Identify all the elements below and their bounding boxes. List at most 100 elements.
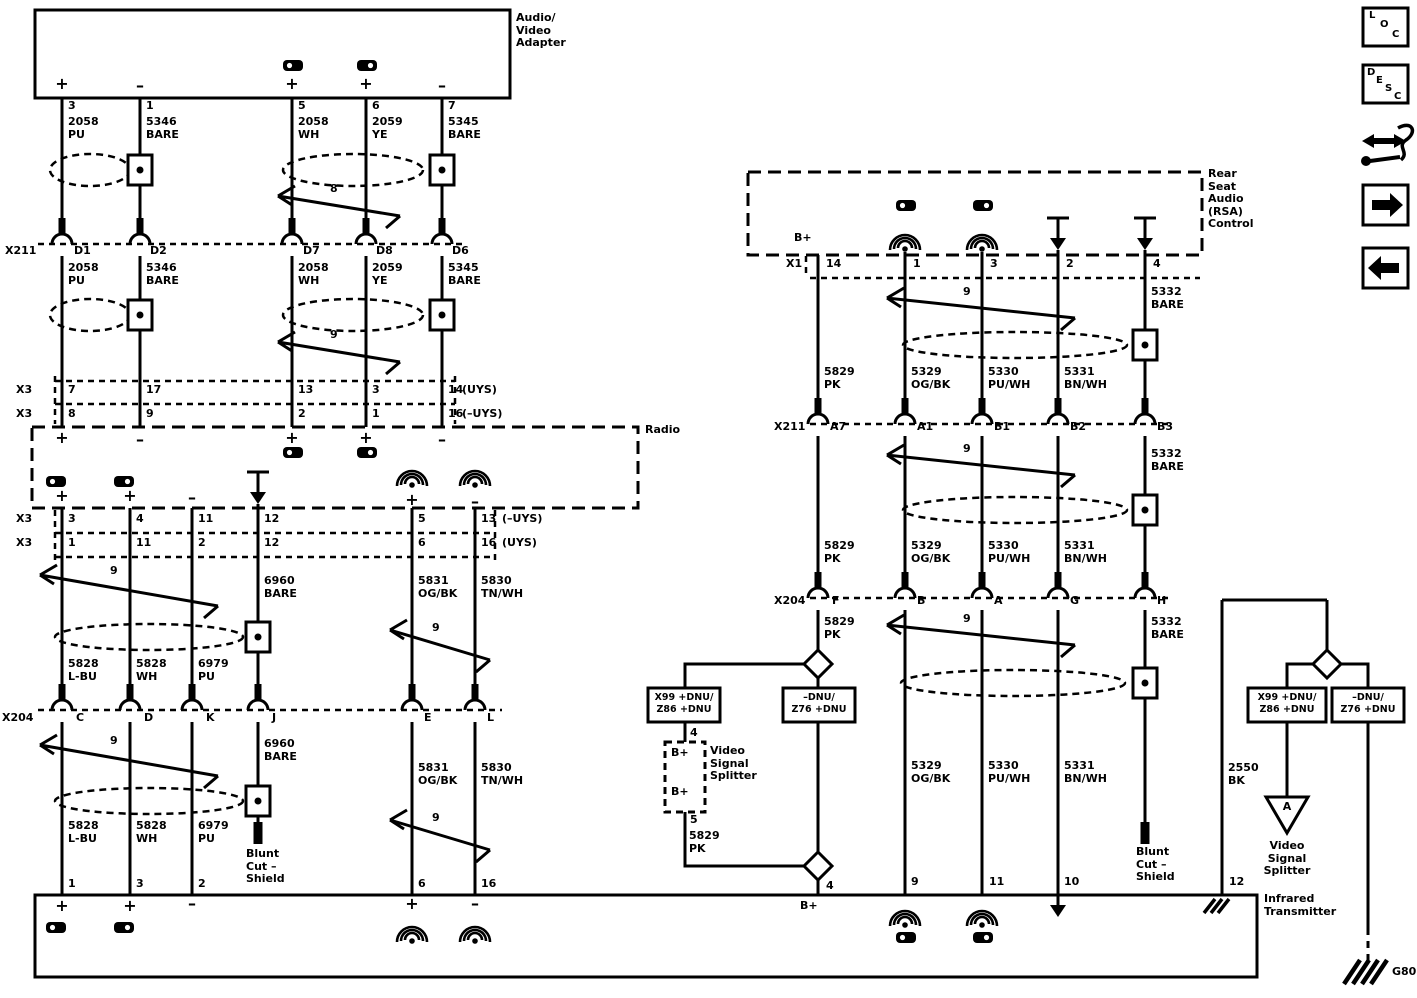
desc-icon[interactable]: D: [1367, 67, 1376, 78]
ir-pin: 4: [826, 879, 834, 892]
x211-pin: D1: [74, 244, 91, 257]
twist-count: 9: [110, 564, 118, 577]
x204-pin: E: [424, 711, 432, 724]
bplus-label: B+: [671, 785, 689, 798]
x204-pin: J: [272, 711, 277, 724]
wire-label: 6979 PU: [198, 657, 229, 683]
plus-sign: +: [359, 428, 373, 447]
x3-pin: 16: [448, 407, 464, 420]
minus-sign: –: [438, 76, 446, 95]
wire-label: 5829 PK: [824, 539, 855, 565]
wire-label: 2059 YE: [372, 261, 403, 287]
x3-pin: 12: [264, 536, 280, 549]
wire-label: 2550 BK: [1228, 761, 1259, 787]
connector-pins: [58, 218, 1150, 844]
video-splitter-label: Video Signal Splitter: [710, 744, 757, 782]
loc-icon[interactable]: C: [1392, 29, 1400, 40]
uys-label-2: (UYS): [502, 536, 537, 549]
nuys-label-1: (–UYS): [462, 407, 503, 420]
x211-pin: D6: [452, 244, 469, 257]
x204-left-label: X204: [2, 711, 34, 724]
wire-label: 2058 PU: [68, 115, 99, 141]
wire-label: 5330 PU/WH: [988, 759, 1031, 785]
media-icons: [46, 60, 993, 943]
av-pin: 1: [146, 99, 154, 112]
wire-label: 5830 TN/WH: [481, 574, 524, 600]
av-pin: 7: [448, 99, 456, 112]
wire-lines: [60, 98, 1370, 928]
nav-icons[interactable]: [1361, 6, 1415, 290]
uys-label-1: (UYS): [462, 383, 497, 396]
plus-sign: +: [123, 486, 137, 505]
minus-sign: –: [188, 488, 196, 507]
forward-arrow-icon[interactable]: [1372, 193, 1403, 217]
x204-pin: K: [206, 711, 215, 724]
g801-label: G801: [1392, 965, 1417, 978]
x3-pin: 1: [372, 407, 380, 420]
av-adapter-label: Audio/ Video Adapter: [516, 11, 566, 49]
radio-label: Radio: [645, 423, 681, 436]
plus-sign: +: [55, 486, 69, 505]
x211-pin: B3: [1157, 420, 1174, 433]
av-pin: 6: [372, 99, 380, 112]
wire-label: 2058 WH: [298, 115, 329, 141]
x3-pin: 16: [481, 536, 497, 549]
nuys-label-2: (–UYS): [502, 512, 543, 525]
av-pin: 5: [298, 99, 306, 112]
x3-pin: 12: [264, 512, 280, 525]
x3-pin: 3: [68, 512, 76, 525]
wire-label: 2059 YE: [372, 115, 403, 141]
video-splitter-label-2: Video Signal Splitter: [1263, 839, 1311, 877]
wire-label: 2058 WH: [298, 261, 329, 287]
harness-route-icon[interactable]: [1361, 123, 1415, 166]
loc-icon[interactable]: O: [1380, 19, 1389, 30]
wire-label: 5330 PU/WH: [988, 539, 1031, 565]
option-box-label: –DNU/ Z76 +DNU: [791, 692, 847, 715]
twist-count: 9: [963, 442, 971, 455]
blunt-cut-label: Blunt Cut – Shield: [246, 847, 285, 885]
ir-pin: 1: [68, 877, 76, 890]
x3-pin: 8: [68, 407, 76, 420]
back-arrow-icon[interactable]: [1368, 256, 1399, 280]
blunt-cut-label: Blunt Cut – Shield: [1136, 845, 1175, 883]
plus-sign: +: [123, 896, 137, 915]
wire-label: 5829 PK: [824, 615, 855, 641]
x1-pin: 4: [1153, 257, 1161, 270]
loc-icon[interactable]: L: [1369, 10, 1376, 21]
x204-pin: C: [76, 711, 85, 724]
wire-label: 5830 TN/WH: [481, 761, 524, 787]
x1-pin: 2: [1066, 257, 1074, 270]
x1-pin: 3: [990, 257, 998, 270]
ground-symbols: [247, 216, 1389, 986]
desc-icon[interactable]: S: [1385, 83, 1393, 94]
wire-label: 6960 BARE: [264, 737, 297, 763]
plus-sign: +: [55, 74, 69, 93]
desc-icon[interactable]: E: [1376, 75, 1383, 86]
ir-pin: 11: [989, 875, 1005, 888]
wire-label: 5345 BARE: [448, 115, 481, 141]
ir-pin: 16: [481, 877, 497, 890]
plus-sign: +: [285, 74, 299, 93]
wire-label: 6960 BARE: [264, 574, 297, 600]
x211-pin: D7: [303, 244, 320, 257]
plus-sign: +: [405, 894, 419, 913]
av-pin: 3: [68, 99, 76, 112]
x3-pin: 13: [481, 512, 497, 525]
twist-count: 9: [432, 621, 440, 634]
x211-pin: A7: [830, 420, 847, 433]
x3-pin: 9: [146, 407, 154, 420]
ir-pin: 3: [136, 877, 144, 890]
x204-pin: A: [994, 594, 1003, 607]
x3-pin: 11: [198, 512, 214, 525]
x3-pin: 14: [448, 383, 464, 396]
x204-pin: H: [1157, 594, 1167, 607]
dashed-component-boxes: [30, 170, 1204, 510]
x1-pin: 14: [826, 257, 842, 270]
x3-pin: 5: [418, 512, 426, 525]
x211-pin: B1: [994, 420, 1011, 433]
speaker-icons: [395, 233, 999, 944]
bplus-label: B+: [800, 899, 818, 912]
bplus-label: B+: [671, 746, 689, 759]
desc-icon[interactable]: C: [1394, 91, 1402, 102]
